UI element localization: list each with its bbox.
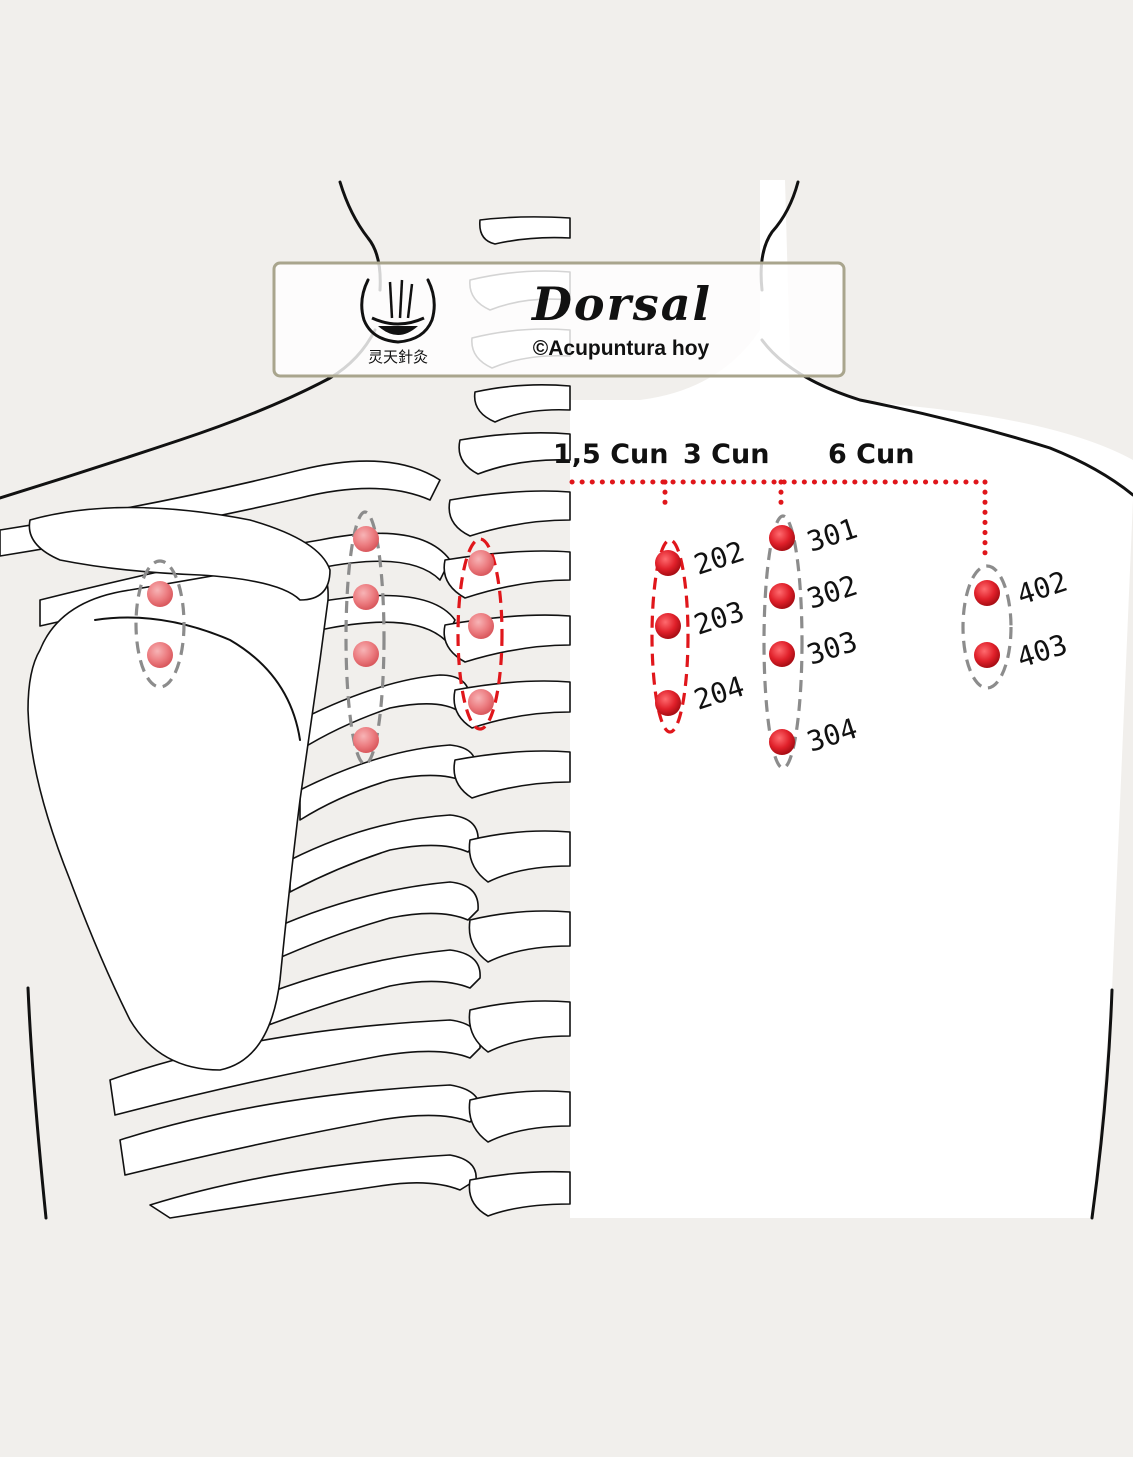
flank-left-line xyxy=(26,986,48,1220)
scapular-spine xyxy=(28,506,331,601)
point-202 xyxy=(655,550,681,576)
group-300-outline xyxy=(762,514,804,770)
ribcage xyxy=(0,460,481,1219)
distance-label-6-cun: 6 Cun xyxy=(828,439,914,470)
left-outline-scapula xyxy=(134,559,186,689)
point-402 xyxy=(974,580,1000,606)
left-outline-inner xyxy=(456,537,504,731)
distance-guides xyxy=(569,479,988,559)
scapula-inner-edge xyxy=(94,616,301,741)
brand-characters: 灵天針灸 xyxy=(368,348,428,366)
point-301 xyxy=(769,525,795,551)
flank-right-line xyxy=(1090,988,1114,1220)
title-box: 灵天針灸 Dorsal ©Acupuntura hoy xyxy=(272,261,846,378)
diagram-title: Dorsal xyxy=(530,277,712,331)
group-200-outline xyxy=(650,538,690,734)
point-203 xyxy=(655,613,681,639)
distance-label-1-5-cun: 1,5 Cun xyxy=(553,439,669,470)
group-400-outline xyxy=(961,564,1013,690)
point-304 xyxy=(769,729,795,755)
copyright-notice: ©Acupuntura hoy xyxy=(533,337,710,360)
distance-label-3-cun: 3 Cun xyxy=(683,439,769,470)
point-403 xyxy=(974,642,1000,668)
point-303 xyxy=(769,641,795,667)
mirrored-points xyxy=(147,526,494,753)
acupuncture-logo-icon xyxy=(360,278,436,344)
acupuncture-points xyxy=(655,525,1000,755)
left-outline-outer xyxy=(344,510,386,766)
point-204 xyxy=(655,690,681,716)
body-right-half xyxy=(570,180,1133,1218)
point-302 xyxy=(769,583,795,609)
